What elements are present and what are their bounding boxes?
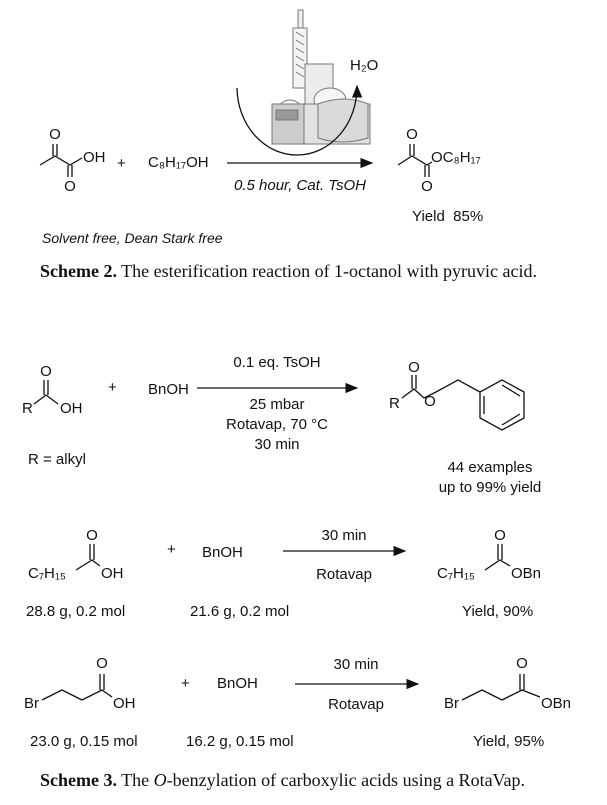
scheme3-caption: Scheme 3. The O-benzylation of carboxyli… [40, 767, 568, 793]
product-heptyl-chain: C₇H₁₅ [437, 565, 475, 582]
product-o: O [516, 655, 528, 672]
bromo-group: Br [24, 695, 39, 712]
pyruvic-acid-o-top: O [49, 126, 61, 143]
product-obn: OBn [511, 565, 542, 582]
caption-text: The esterification reaction of 1-octanol… [116, 261, 537, 281]
catalyst-label: 0.1 eq. TsOH [233, 354, 321, 371]
product-r: R [389, 395, 400, 412]
amount-bnoh: 16.2 g, 0.15 mol [186, 733, 294, 750]
plus-sign: + [108, 379, 117, 396]
product-bromo-group: Br [444, 695, 459, 712]
rotavap-label: Rotavap [316, 566, 372, 583]
plus-sign: + [181, 675, 190, 692]
temperature-label: Rotavap, 70 °C [226, 416, 328, 433]
octanol: C₈H₁₇OH [148, 154, 209, 171]
caption-text: The [116, 770, 154, 790]
pressure-label: 25 mbar [249, 396, 305, 413]
plus-sign: + [167, 541, 176, 558]
heptyl-chain: C₇H₁₅ [28, 565, 66, 582]
water-byproduct: H₂O [350, 57, 379, 74]
acid-o: O [96, 655, 108, 672]
examples-count: 44 examples [447, 459, 533, 476]
yield-label: Yield 85% [412, 208, 484, 225]
pyruvic-acid-oh: OH [83, 149, 106, 166]
amount-acid: 28.8 g, 0.2 mol [26, 603, 126, 620]
caption-label: Scheme 3. [40, 770, 117, 790]
acid-o: O [40, 363, 52, 380]
product-o-bottom: O [421, 178, 433, 195]
rotavap-label: Rotavap [328, 696, 384, 713]
yield-range: up to 99% yield [438, 479, 542, 496]
amount-bnoh: 21.6 g, 0.2 mol [190, 603, 290, 620]
solvent-note: Solvent free, Dean Stark free [42, 230, 223, 246]
benzyl-alcohol: BnOH [148, 381, 189, 398]
caption-label: Scheme 2. [40, 261, 117, 281]
benzyl-alcohol: BnOH [202, 544, 243, 561]
acid-oh: OH [113, 695, 136, 712]
arc-arrow [236, 84, 363, 156]
caption-italic: O [153, 770, 167, 790]
acid-oh: OH [60, 400, 83, 417]
amount-acid: 23.0 g, 0.15 mol [30, 733, 138, 750]
time-label: 30 min [333, 656, 379, 673]
product-octyl-group: OC₈H₁₇ [431, 149, 481, 166]
plus-sign: + [117, 155, 126, 172]
product-carbonyl-o: O [408, 359, 420, 376]
product-ester-o: O [424, 393, 436, 410]
yield-label: Yield, 95% [473, 733, 545, 750]
product-o-top: O [406, 126, 418, 143]
r-group: R [22, 400, 33, 417]
caption-text: -benzylation of carboxylic acids using a… [166, 770, 526, 790]
r-definition: R = alkyl [28, 451, 86, 468]
benzyl-alcohol: BnOH [217, 675, 258, 692]
pyruvic-acid-o-bottom: O [64, 178, 76, 195]
time-label: 30 min [254, 436, 300, 453]
scheme2-caption: Scheme 2. The esterification reaction of… [40, 258, 568, 284]
product-obn: OBn [541, 695, 572, 712]
rotavap-illustration [271, 9, 371, 145]
time-label: 30 min [321, 527, 367, 544]
reaction-conditions: 0.5 hour, Cat. TsOH [233, 177, 367, 194]
yield-label: Yield, 90% [462, 603, 534, 620]
acid-o: O [86, 527, 98, 544]
acid-oh: OH [101, 565, 124, 582]
product-o: O [494, 527, 506, 544]
